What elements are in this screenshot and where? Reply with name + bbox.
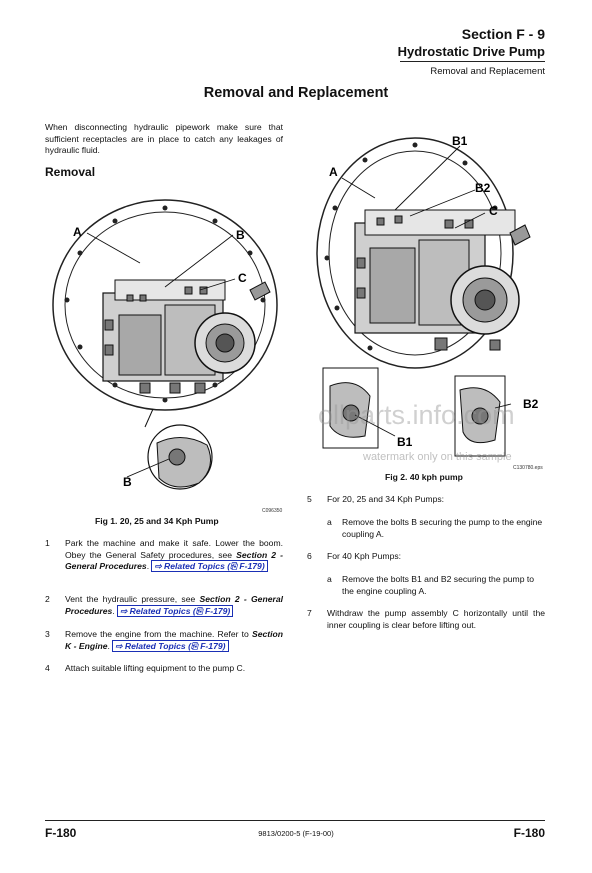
- step-number: 6: [307, 551, 312, 561]
- step-text: Park the machine and make it safe. Lower…: [65, 538, 283, 572]
- step-text: Attach suitable lifting equipment to the…: [65, 663, 246, 673]
- fig1-label-a: A: [73, 225, 82, 239]
- fig2-label-a: A: [329, 165, 338, 179]
- section-reference: Section K - Engine: [65, 629, 284, 651]
- step-6: 6 For 40 Kph Pumps:: [307, 551, 545, 565]
- step-number: 1: [45, 538, 50, 548]
- header-divider: [400, 61, 545, 62]
- page-number-right: F-180: [513, 826, 545, 840]
- substep-letter: a: [327, 574, 332, 584]
- fig1-label-b-detail: B: [123, 475, 132, 489]
- step-text: Withdraw the pump assembly C horizontall…: [327, 608, 545, 630]
- fig1-code: C096350: [262, 508, 283, 514]
- step-number: 3: [45, 629, 50, 639]
- page-title: Removal and Replacement: [203, 85, 389, 101]
- substep-text: Remove the bolts B1 and B2 securing the …: [342, 574, 535, 596]
- fig1-label-c: C: [238, 271, 247, 285]
- fig2-label-b1-detail: B1: [397, 435, 413, 449]
- fig1-caption: Fig 1. 20, 25 and 34 Kph Pump: [95, 516, 219, 526]
- step-number: 4: [45, 663, 50, 673]
- related-topics-link[interactable]: ⇨ Related Topics (⎘ F-179): [112, 639, 229, 652]
- section-reference: Section 2 - General Procedures: [65, 594, 283, 616]
- step-text: Remove the engine from the machine. Refe…: [65, 629, 284, 652]
- document-code: 9813/0200-5 (F-19-00): [258, 829, 334, 838]
- section-subtitle: Removal and Replacement: [430, 66, 545, 77]
- footer-divider: [45, 820, 545, 821]
- page-number-left: F-180: [45, 826, 77, 840]
- step-2: 2 Vent the hydraulic pressure, see Secti…: [45, 594, 283, 628]
- substep-letter: a: [327, 517, 332, 527]
- step-6a: a Remove the bolts B1 and B2 securing th…: [327, 574, 545, 600]
- step-number: 2: [45, 594, 50, 604]
- section-number: Section F - 9: [461, 26, 545, 42]
- step-text: For 40 Kph Pumps:: [327, 551, 402, 561]
- fig2-label-b2-detail: B2: [523, 397, 539, 411]
- fig2-label-b1: B1: [452, 134, 468, 148]
- step-5: 5 For 20, 25 and 34 Kph Pumps:: [307, 494, 545, 508]
- fig2-label-b2: B2: [475, 181, 491, 195]
- step-1: 1 Park the machine and make it safe. Low…: [45, 538, 283, 586]
- step-number: 5: [307, 494, 312, 504]
- fig2-label-c: C: [489, 204, 498, 218]
- figure-2-pump-illustration: A B1 B2 C B2 B1: [315, 128, 555, 468]
- step-text: Vent the hydraulic pressure, see Section…: [65, 594, 283, 617]
- section-title: Hydrostatic Drive Pump: [397, 44, 545, 59]
- watermark-note: watermark only on this sample: [363, 451, 512, 463]
- step-3: 3 Remove the engine from the machine. Re…: [45, 629, 283, 663]
- substep-text: Remove the bolts B securing the pump to …: [342, 517, 543, 539]
- intro-paragraph: When disconnecting hydraulic pipework ma…: [45, 122, 283, 155]
- step-text: For 20, 25 and 34 Kph Pumps:: [327, 494, 445, 504]
- related-topics-link[interactable]: ⇨ Related Topics (⎘ F-179): [117, 604, 234, 617]
- step-7: 7 Withdraw the pump assembly C horizonta…: [307, 608, 545, 634]
- figure-1-pump-illustration: A B C B: [45, 195, 285, 500]
- fig1-label-b: B: [236, 228, 245, 242]
- fig2-caption: Fig 2. 40 kph pump: [385, 472, 463, 482]
- watermark-site: ollparts.info.com: [318, 400, 515, 430]
- step-4: 4 Attach suitable lifting equipment to t…: [45, 663, 283, 677]
- removal-heading: Removal: [45, 165, 96, 179]
- step-number: 7: [307, 608, 312, 618]
- related-topics-link[interactable]: ⇨ Related Topics (⎘ F-179): [151, 560, 268, 572]
- step-5a: a Remove the bolts B securing the pump t…: [327, 517, 545, 543]
- fig2-code: C130780.eps: [513, 465, 543, 471]
- section-reference: Section 2 - General Procedures: [65, 549, 283, 572]
